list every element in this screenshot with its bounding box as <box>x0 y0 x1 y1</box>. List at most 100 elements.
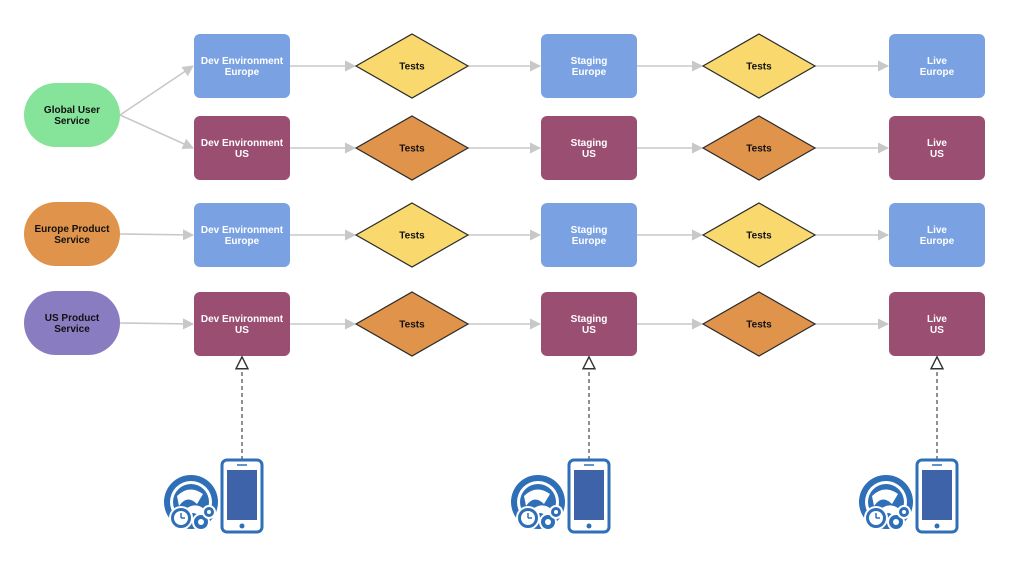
connectors <box>119 60 890 330</box>
live-box <box>889 203 985 267</box>
staging-box <box>541 34 637 98</box>
staging-box-label-line: Staging <box>571 225 608 236</box>
live-box <box>889 116 985 180</box>
tests-decision-0-test2: Tests <box>701 33 817 99</box>
service-us-product-to-pipeline-3 <box>119 318 195 330</box>
tests-label: Tests <box>746 231 772 242</box>
client-devices-staging <box>511 358 611 534</box>
live-box-label-line: Live <box>927 138 947 149</box>
service-pill <box>24 291 120 355</box>
live-box-label-line: Europe <box>920 236 955 247</box>
tests-decision-0-test1: Tests <box>354 33 470 99</box>
tests-decision-2-test1: Tests <box>354 202 470 268</box>
tests-decision-3-test1: Tests <box>354 291 470 357</box>
dev-box <box>194 116 290 180</box>
tests-label: Tests <box>399 62 425 73</box>
service-europe-product-to-pipeline-2 <box>119 229 195 241</box>
staging-box-label-line: US <box>582 325 596 336</box>
client-devices-dev <box>164 358 264 534</box>
staging-box-label-line: US <box>582 149 596 160</box>
live-box-label-line: Live <box>927 56 947 67</box>
tests-diamond <box>354 202 470 268</box>
live-box <box>889 34 985 98</box>
staging-box-label-line: Staging <box>571 314 608 325</box>
dev-box-label-line: US <box>235 325 249 336</box>
web-app-icon <box>164 475 218 531</box>
service-pill <box>24 202 120 266</box>
dev-box <box>194 292 290 356</box>
tests-decision-1-test2: Tests <box>701 115 817 181</box>
dev-box-label-line: Europe <box>225 236 260 247</box>
staging-box <box>541 203 637 267</box>
tests-decision-1-test1: Tests <box>354 115 470 181</box>
tests-diamond <box>354 291 470 357</box>
dev-box-label-line: Dev Environment <box>201 138 284 149</box>
dev-box-label-line: Dev Environment <box>201 314 284 325</box>
staging-box-label-line: Staging <box>571 56 608 67</box>
tests-label: Tests <box>746 144 772 155</box>
service-pill <box>24 83 120 147</box>
tests-decision-3-test2: Tests <box>701 291 817 357</box>
tests-label: Tests <box>746 62 772 73</box>
tests-diamond <box>701 33 817 99</box>
tests-diamond <box>701 202 817 268</box>
live-box <box>889 292 985 356</box>
mobile-phone-icon <box>220 458 264 534</box>
mobile-phone-icon <box>915 458 959 534</box>
devices <box>164 358 959 534</box>
staging-box-label-line: Staging <box>571 138 608 149</box>
service-label-line: Europe Product <box>34 224 110 235</box>
live-box-label-line: Live <box>927 314 947 325</box>
web-app-icon <box>511 475 565 531</box>
dev-box <box>194 203 290 267</box>
tests-diamond <box>701 115 817 181</box>
live-box-label-line: Live <box>927 225 947 236</box>
staging-box-label-line: Europe <box>572 67 607 78</box>
live-box-label-line: Europe <box>920 67 955 78</box>
service-label-line: Global User <box>44 105 100 116</box>
service-global-to-pipeline-0 <box>119 65 194 116</box>
live-box-label-line: US <box>930 149 944 160</box>
staging-box-label-line: Europe <box>572 236 607 247</box>
dev-box-label-line: Dev Environment <box>201 56 284 67</box>
tests-diamond <box>354 115 470 181</box>
staging-box <box>541 292 637 356</box>
service-global-to-pipeline-1 <box>119 114 195 149</box>
dev-box-label-line: Europe <box>225 67 260 78</box>
service-label-line: Service <box>54 235 90 246</box>
tests-diamond <box>354 33 470 99</box>
web-app-icon <box>859 475 913 531</box>
live-box-label-line: US <box>930 325 944 336</box>
dev-box-label-line: Dev Environment <box>201 225 284 236</box>
dev-box-label-line: US <box>235 149 249 160</box>
service-label-line: Service <box>54 116 90 127</box>
mobile-phone-icon <box>567 458 611 534</box>
service-label-line: Service <box>54 324 90 335</box>
